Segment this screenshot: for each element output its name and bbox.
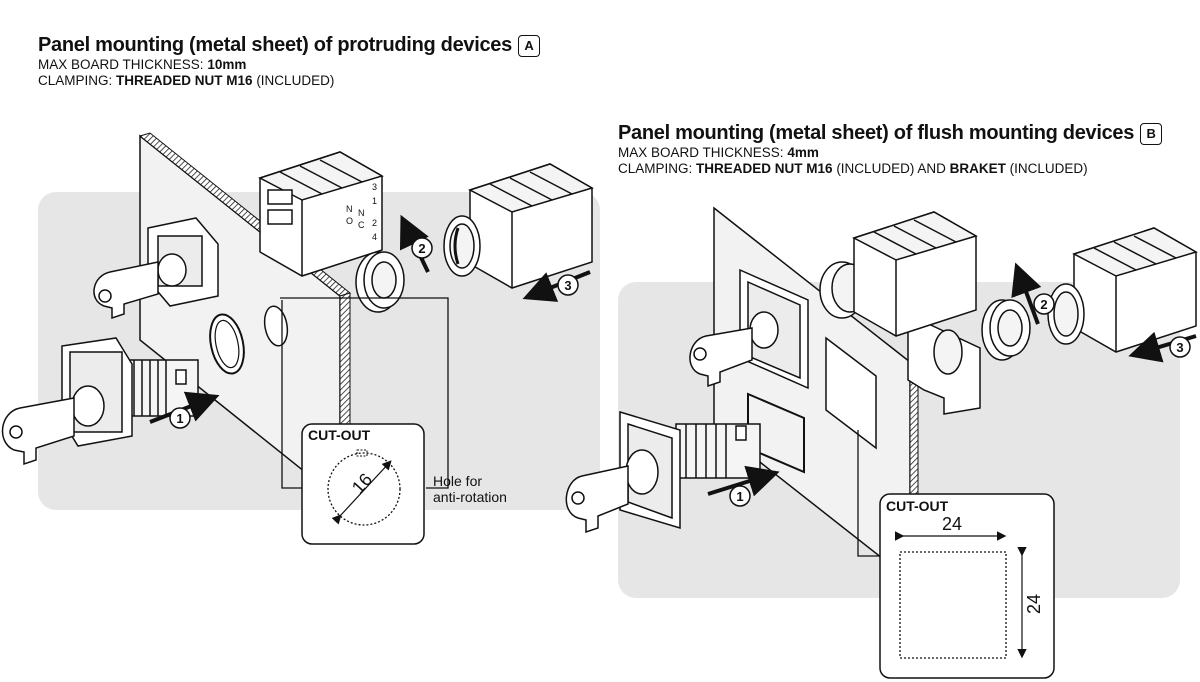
section-a-header: Panel mounting (metal sheet) of protrudi… bbox=[38, 34, 540, 89]
key-switch-mounted-a bbox=[93, 217, 219, 320]
contact-label: N bbox=[346, 204, 353, 214]
section-b-title: Panel mounting (metal sheet) of flush mo… bbox=[618, 122, 1135, 144]
key-switch-mounted-b bbox=[689, 268, 809, 390]
cutout-width-label: 24 bbox=[942, 514, 962, 534]
terminal-label: 2 bbox=[372, 218, 377, 228]
threaded-nut-b bbox=[981, 299, 1031, 361]
step-number: 1 bbox=[176, 411, 183, 426]
key-switch-exploded-b bbox=[565, 410, 761, 534]
cutout-box-a: CUT-OUT 16 bbox=[301, 423, 425, 545]
step-number: 2 bbox=[418, 241, 425, 256]
step-number: 3 bbox=[1176, 340, 1183, 355]
section-b-thickness: MAX BOARD THICKNESS: 4mm bbox=[618, 145, 819, 160]
cutout-title-a: CUT-OUT bbox=[308, 427, 371, 443]
cutout-height-label: 24 bbox=[1024, 594, 1044, 614]
section-b-badge: B bbox=[1140, 122, 1163, 145]
contact-label: C bbox=[358, 220, 365, 230]
cutout-title-b: CUT-OUT bbox=[886, 498, 949, 514]
contact-label: N bbox=[358, 208, 365, 218]
step-3-marker-a: 3 bbox=[522, 270, 591, 302]
step-3-marker-b: 3 bbox=[1128, 331, 1197, 363]
cutout-leader-b bbox=[857, 430, 880, 557]
section-a-title: Panel mounting (metal sheet) of protrudi… bbox=[38, 34, 512, 56]
section-a-clamping: CLAMPING: THREADED NUT M16 (INCLUDED) bbox=[38, 73, 335, 88]
terminal-label: 3 bbox=[372, 182, 377, 192]
hole-note-line2: anti-rotation bbox=[433, 489, 507, 505]
step-1-marker-b: 1 bbox=[707, 465, 780, 507]
cutout-square bbox=[899, 551, 1007, 659]
step-number: 2 bbox=[1040, 297, 1047, 312]
section-b-header: Panel mounting (metal sheet) of flush mo… bbox=[618, 122, 1163, 177]
section-b-clamping: CLAMPING: THREADED NUT M16 (INCLUDED) AN… bbox=[618, 161, 1088, 176]
step-2-marker-b: 2 bbox=[1011, 262, 1055, 325]
step-number: 1 bbox=[736, 489, 743, 504]
cutout-box-b: CUT-OUT 24 24 bbox=[879, 493, 1055, 679]
contact-block-mounted-b bbox=[852, 211, 978, 337]
step-number: 3 bbox=[564, 278, 571, 293]
cutout-leader-a bbox=[281, 300, 302, 489]
step-1-marker-a: 1 bbox=[149, 391, 220, 429]
hole-leader-a bbox=[280, 297, 449, 489]
cutout-circle bbox=[327, 452, 401, 526]
hole-note-line1: Hole for bbox=[433, 473, 482, 489]
gasket-ring-a bbox=[209, 313, 245, 375]
step-2-marker-a: 2 bbox=[399, 214, 433, 273]
section-a-badge: A bbox=[517, 34, 540, 57]
contact-block-exploded-b bbox=[1047, 227, 1198, 353]
terminal-label: 4 bbox=[372, 232, 377, 242]
section-a-thickness: MAX BOARD THICKNESS: 10mm bbox=[38, 57, 247, 72]
contact-block-exploded-a bbox=[443, 163, 594, 289]
contact-block-mounted-a bbox=[258, 151, 384, 277]
contact-label: O bbox=[346, 216, 353, 226]
terminal-label: 1 bbox=[372, 196, 377, 206]
